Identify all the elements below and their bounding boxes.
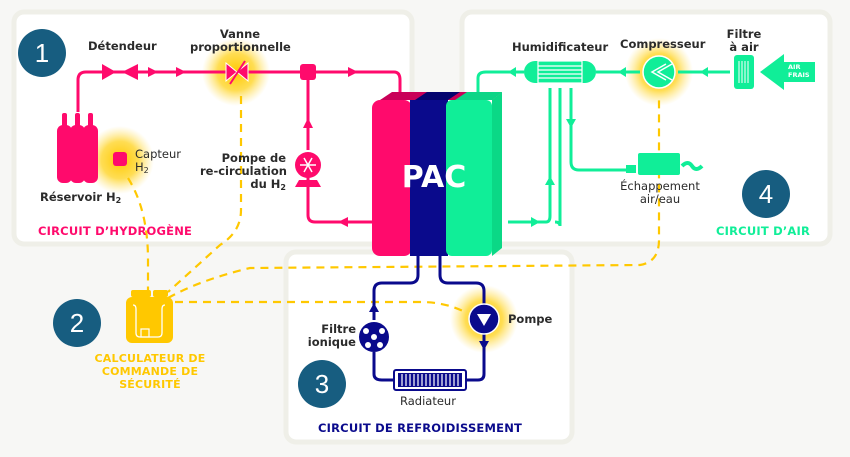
air-filter-label: Filtre à air [722, 28, 766, 54]
compressor-icon [642, 55, 676, 89]
cooling-pump-label: Pompe [508, 312, 553, 326]
radiator-label: Radiateur [400, 394, 456, 408]
cooling-circuit-title: CIRCUIT DE REFROIDISSEMENT [318, 421, 523, 435]
filtre-air-line2: à air [729, 40, 759, 54]
reservoir-label-text: Réservoir H [40, 190, 116, 204]
arrow-icon [566, 119, 576, 128]
detendeur-label: Détendeur [88, 39, 157, 53]
arrow-icon [531, 217, 540, 227]
hydrogen-pipes [76, 70, 402, 224]
arrow-icon [479, 341, 489, 350]
badge-2: 2 [53, 299, 101, 347]
arrow-icon [508, 67, 516, 77]
air-frais-line2: FRAIS [788, 70, 810, 79]
filtre-ionique-line1: Filtre [321, 322, 356, 336]
pompe-label-line1: Pompe de [221, 151, 286, 165]
cooling-pump-icon [468, 303, 500, 335]
badge-3: 3 [298, 360, 346, 408]
detendeur-icon [102, 64, 138, 80]
radiator-icon [393, 369, 467, 391]
junction-node-icon [300, 64, 316, 80]
controller-title-line2: COMMANDE DE [101, 365, 199, 378]
echappement-line2: air/eau [639, 192, 681, 206]
badge-1: 1 [18, 29, 66, 77]
pompe-label-line3: du H [250, 177, 281, 191]
vanne-label-line2: proportionnelle [190, 40, 291, 54]
exhaust-label: Échappement air/eau [605, 180, 715, 206]
exhaust-muffler-icon [626, 153, 704, 175]
proportional-valve-icon [225, 60, 249, 85]
hydrogen-tank-icon [57, 113, 98, 183]
hydrogen-sensor-icon [113, 152, 127, 166]
arrow-icon [176, 67, 186, 77]
badge-4: 4 [742, 170, 790, 218]
humidifier-label: Humidificateur [512, 40, 609, 54]
controller-title-line1: CALCULATEUR DE [94, 352, 206, 365]
fresh-air-label: AIR FRAIS [788, 63, 810, 79]
air-frais-line1: AIR [788, 63, 801, 71]
arrow-icon [545, 176, 555, 185]
capteur-label-line2: H [135, 160, 144, 174]
filtre-ionique-line2: ionique [307, 335, 356, 349]
recirculation-pump-label: Pompe de re-circulation du H2 [200, 151, 287, 194]
arrow-icon [348, 67, 358, 77]
vanne-label-line1: Vanne [219, 27, 261, 41]
air-circuit-title: CIRCUIT D’AIR [716, 224, 811, 238]
controller-title: CALCULATEUR DE COMMANDE DE SÉCURITÉ [70, 352, 230, 391]
arrow-icon [700, 67, 708, 77]
pompe-label-line2: re-circulation [200, 164, 287, 178]
humidifier-icon [524, 60, 596, 84]
hydrogen-circuit-title: CIRCUIT D’HYDROGÈNE [38, 224, 193, 238]
arrow-icon [618, 67, 626, 77]
controller-title-line3: SÉCURITÉ [119, 378, 181, 391]
arrow-icon [303, 118, 313, 128]
arrow-icon [338, 217, 348, 227]
ionic-filter-icon [359, 322, 389, 352]
air-filter-icon [734, 55, 754, 89]
control-signal-lines [127, 96, 661, 313]
arrow-icon [148, 67, 158, 77]
arrow-icon [369, 303, 379, 312]
air-pipes [476, 70, 730, 227]
fresh-air-arrow-icon [760, 54, 815, 90]
compressor-label: Compresseur [620, 37, 706, 51]
ionic-filter-label: Filtre ionique [300, 323, 356, 349]
pac-label: PAC [401, 160, 467, 195]
recirculation-pump-icon [295, 152, 321, 187]
fuel-cell-stack [372, 92, 502, 256]
filtre-air-line1: Filtre [726, 27, 762, 41]
echappement-line1: Échappement [620, 179, 700, 193]
capteur-subscript: 2 [143, 166, 149, 175]
reservoir-label: Réservoir H2 [40, 191, 121, 207]
capteur-label: Capteur H2 [135, 148, 181, 177]
safety-controller-icon [126, 290, 173, 343]
vanne-label: Vanne proportionnelle [190, 27, 291, 54]
cooling-pipes [372, 256, 486, 382]
reservoir-subscript: 2 [115, 196, 122, 205]
capteur-label-line1: Capteur [135, 147, 181, 161]
pompe-subscript: 2 [280, 183, 286, 192]
